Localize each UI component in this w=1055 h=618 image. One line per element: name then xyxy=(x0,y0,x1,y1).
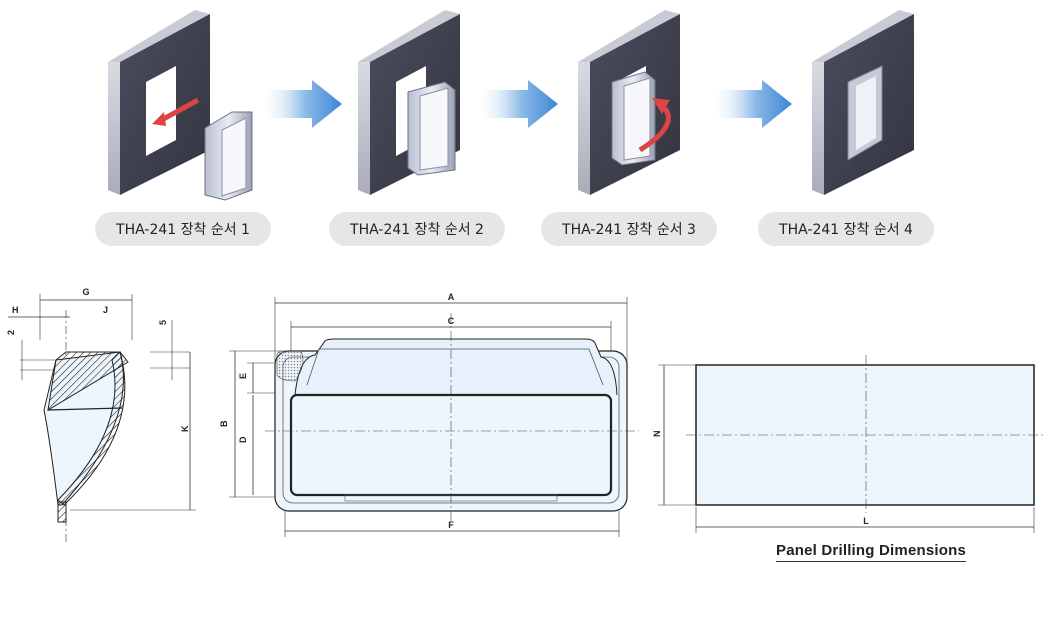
dim-A: A xyxy=(448,292,455,302)
arrow-icon xyxy=(478,80,558,128)
dim-J: J xyxy=(103,305,108,315)
installation-steps xyxy=(108,10,914,201)
dim-G: G xyxy=(82,287,89,297)
side-section-drawing: G H J 2 5 K xyxy=(6,287,196,545)
arrow-icon xyxy=(262,80,342,128)
step1-illustration xyxy=(108,10,253,201)
dim-K: K xyxy=(180,425,190,432)
dim-E: E xyxy=(238,373,248,379)
dim-D: D xyxy=(238,436,248,443)
front-view-drawing: A C B E D F xyxy=(219,292,639,537)
step-label-2: THA-241 장착 순서 2 xyxy=(329,212,505,246)
dim-5: 5 xyxy=(158,320,168,325)
step-label-1: THA-241 장착 순서 1 xyxy=(95,212,271,246)
panel-drilling-drawing: N L xyxy=(652,355,1046,533)
step2-illustration xyxy=(358,10,460,195)
dim-B: B xyxy=(219,420,229,427)
dim-H: H xyxy=(12,305,19,315)
step3-illustration xyxy=(578,10,680,195)
dim-L: L xyxy=(863,516,869,526)
panel-drilling-caption: Panel Drilling Dimensions xyxy=(776,542,967,562)
dim-2: 2 xyxy=(6,330,16,335)
dim-F: F xyxy=(448,520,454,530)
step4-illustration xyxy=(812,10,914,195)
step-label-3: THA-241 장착 순서 3 xyxy=(541,212,717,246)
dim-N: N xyxy=(652,431,662,438)
arrow-icon xyxy=(712,80,792,128)
step-label-4: THA-241 장착 순서 4 xyxy=(758,212,934,246)
